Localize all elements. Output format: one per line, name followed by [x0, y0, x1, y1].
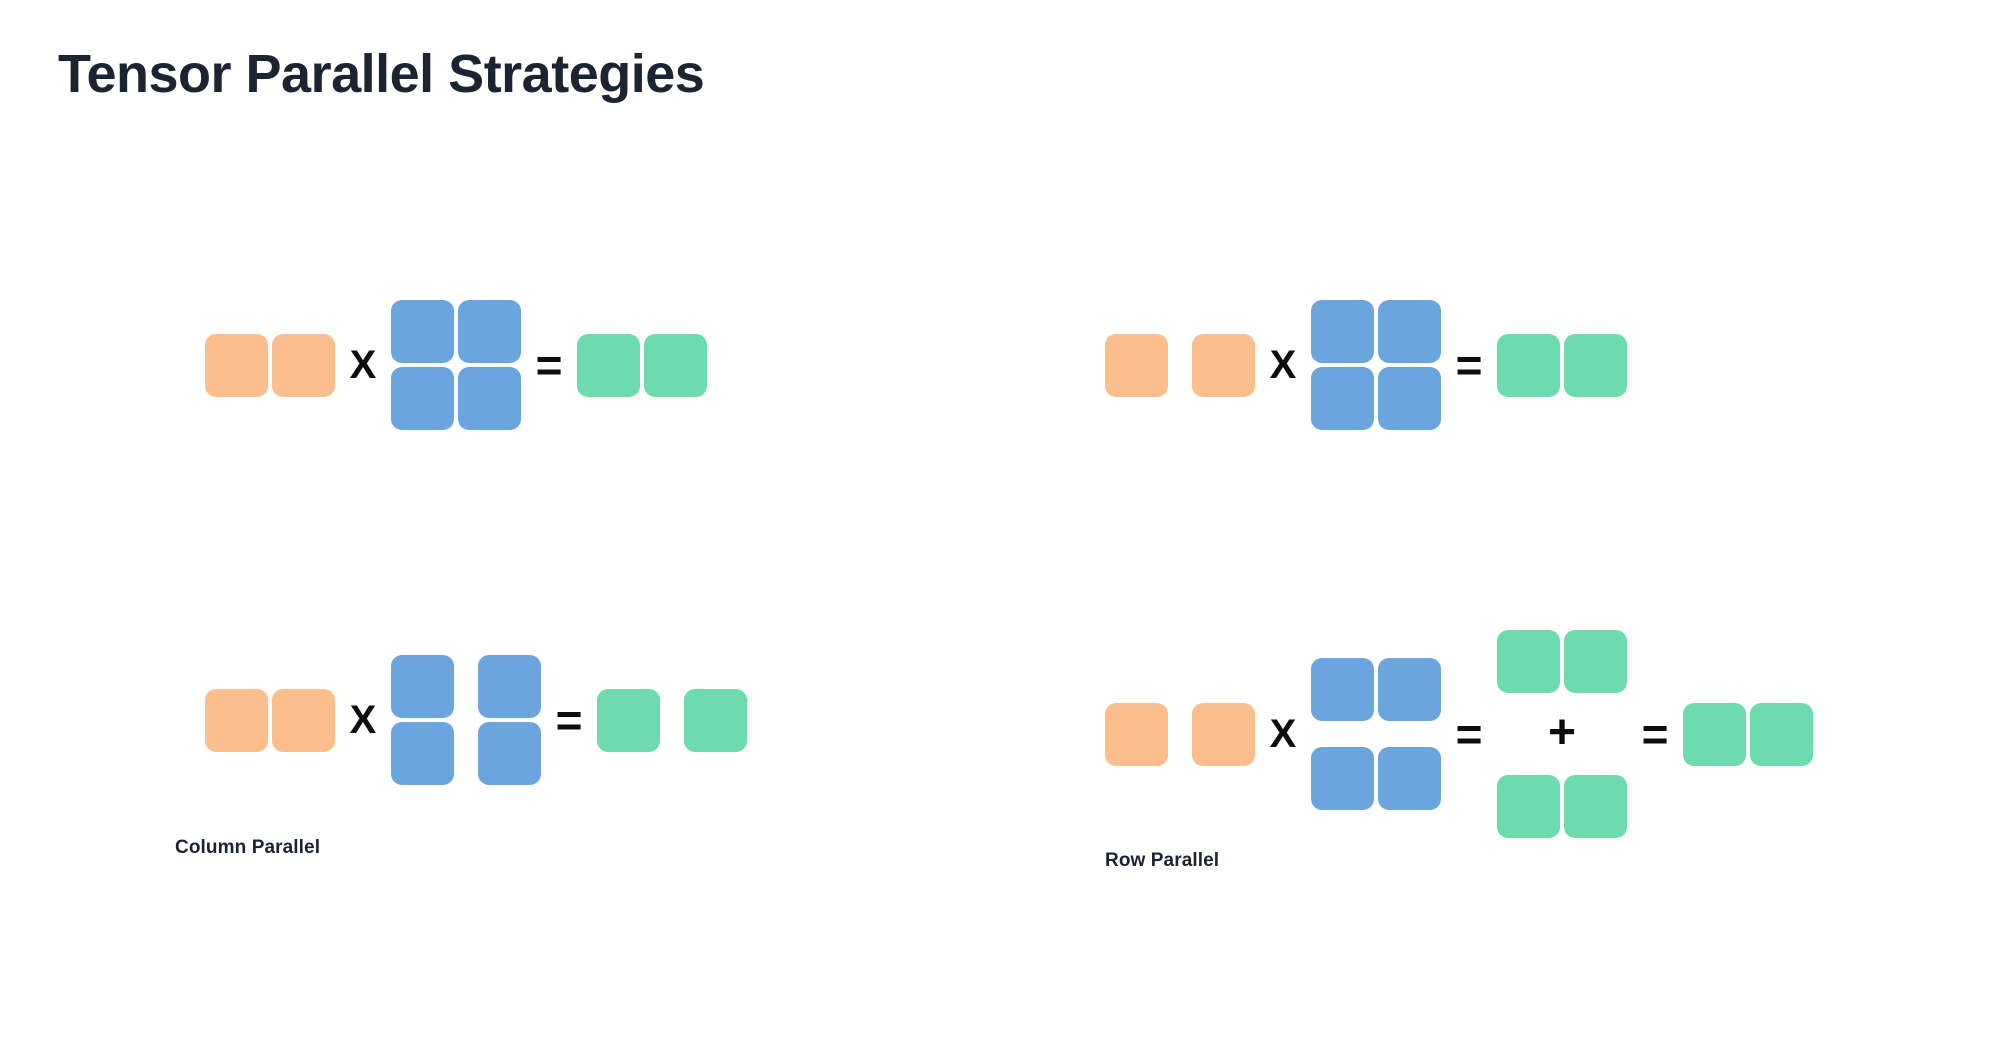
- matrix-cell-orange: [272, 688, 335, 752]
- matrix-row: [577, 333, 707, 397]
- matrix-row: [1105, 333, 1255, 397]
- weight-matrix-blue-row-sharded: [1311, 658, 1441, 810]
- matrix-cell-blue: [1311, 367, 1374, 430]
- output-matrix-green-all-reduced: [1683, 702, 1813, 766]
- input-matrix-orange-column-sharded: [1105, 702, 1255, 766]
- weight-matrix-blue: [391, 300, 521, 430]
- partial-sum-matrix-top: [1497, 630, 1627, 693]
- matrix-row: [1105, 702, 1255, 766]
- matrix-cell-green: [1497, 333, 1560, 397]
- matrix-cell-orange: [1192, 333, 1255, 397]
- weight-matrix-blue-column-sharded: [391, 655, 541, 785]
- matrix-cell-blue: [1311, 658, 1374, 721]
- matrix-row: [1311, 367, 1441, 430]
- matrix-row: [391, 367, 521, 430]
- input-matrix-orange: [205, 688, 335, 752]
- diagram-column-parallel-sharded: X =: [205, 655, 747, 785]
- diagram-row-parallel-sharded: X = + =: [1105, 630, 1813, 838]
- matrix-cell-blue: [1311, 300, 1374, 363]
- matrix-row: [391, 722, 541, 785]
- matrix-cell-orange: [205, 333, 268, 397]
- matrix-row: [1311, 300, 1441, 363]
- matrix-cell-blue: [391, 722, 454, 785]
- matrix-cell-green: [597, 688, 660, 752]
- matrix-cell-blue: [1378, 658, 1441, 721]
- equals-operator: =: [535, 339, 563, 391]
- matrix-cell-green: [1497, 630, 1560, 693]
- equals-operator: =: [1455, 339, 1483, 391]
- multiply-operator: X: [1269, 343, 1297, 387]
- matrix-row: [391, 300, 521, 363]
- matrix-row: [205, 333, 335, 397]
- matrix-cell-orange: [1192, 702, 1255, 766]
- diagram-row-parallel-unsharded: X =: [1105, 300, 1627, 430]
- matrix-row: [1497, 333, 1627, 397]
- partial-sum-matrix-bottom: [1497, 775, 1627, 838]
- multiply-operator: X: [349, 343, 377, 387]
- matrix-cell-green: [1750, 702, 1813, 766]
- matrix-cell-green: [1564, 333, 1627, 397]
- matrix-cell-blue: [478, 722, 541, 785]
- diagram-column-parallel-unsharded: X =: [205, 300, 707, 430]
- matrix-cell-green: [684, 688, 747, 752]
- matrix-cell-orange: [1105, 333, 1168, 397]
- matrix-cell-blue: [1378, 300, 1441, 363]
- matrix-cell-green: [1564, 775, 1627, 838]
- page-title: Tensor Parallel Strategies: [58, 44, 705, 104]
- input-matrix-orange: [205, 333, 335, 397]
- matrix-cell-blue: [391, 655, 454, 718]
- matrix-cell-blue: [1311, 747, 1374, 810]
- matrix-cell-blue: [391, 300, 454, 363]
- multiply-operator: X: [1269, 712, 1297, 756]
- output-matrix-green-column-sharded: [597, 688, 747, 752]
- matrix-row: [1497, 630, 1627, 693]
- weight-matrix-blue: [1311, 300, 1441, 430]
- matrix-row: [1311, 658, 1441, 721]
- matrix-row: [1497, 775, 1627, 838]
- matrix-cell-blue: [1378, 747, 1441, 810]
- matrix-cell-blue: [458, 300, 521, 363]
- matrix-cell-blue: [1378, 367, 1441, 430]
- equals-operator: =: [555, 694, 583, 746]
- matrix-row: [1311, 747, 1441, 810]
- matrix-cell-blue: [458, 367, 521, 430]
- matrix-cell-orange: [272, 333, 335, 397]
- matrix-row: [205, 688, 335, 752]
- plus-operator: +: [1547, 706, 1577, 759]
- partial-sum-stack: +: [1497, 630, 1627, 838]
- matrix-cell-blue: [478, 655, 541, 718]
- matrix-row: [1683, 702, 1813, 766]
- matrix-cell-green: [644, 333, 707, 397]
- multiply-operator: X: [349, 698, 377, 742]
- equals-operator: =: [1455, 708, 1483, 760]
- matrix-cell-blue: [391, 367, 454, 430]
- matrix-cell-orange: [205, 688, 268, 752]
- caption-row-parallel: Row Parallel: [1105, 850, 1220, 871]
- caption-column-parallel: Column Parallel: [175, 837, 321, 858]
- output-matrix-green: [577, 333, 707, 397]
- matrix-row: [597, 688, 747, 752]
- matrix-cell-green: [1564, 630, 1627, 693]
- matrix-row: [391, 655, 541, 718]
- equals-operator: =: [1641, 708, 1669, 760]
- matrix-cell-green: [1497, 775, 1560, 838]
- matrix-cell-green: [1683, 702, 1746, 766]
- input-matrix-orange-column-sharded: [1105, 333, 1255, 397]
- output-matrix-green: [1497, 333, 1627, 397]
- matrix-cell-orange: [1105, 702, 1168, 766]
- matrix-cell-green: [577, 333, 640, 397]
